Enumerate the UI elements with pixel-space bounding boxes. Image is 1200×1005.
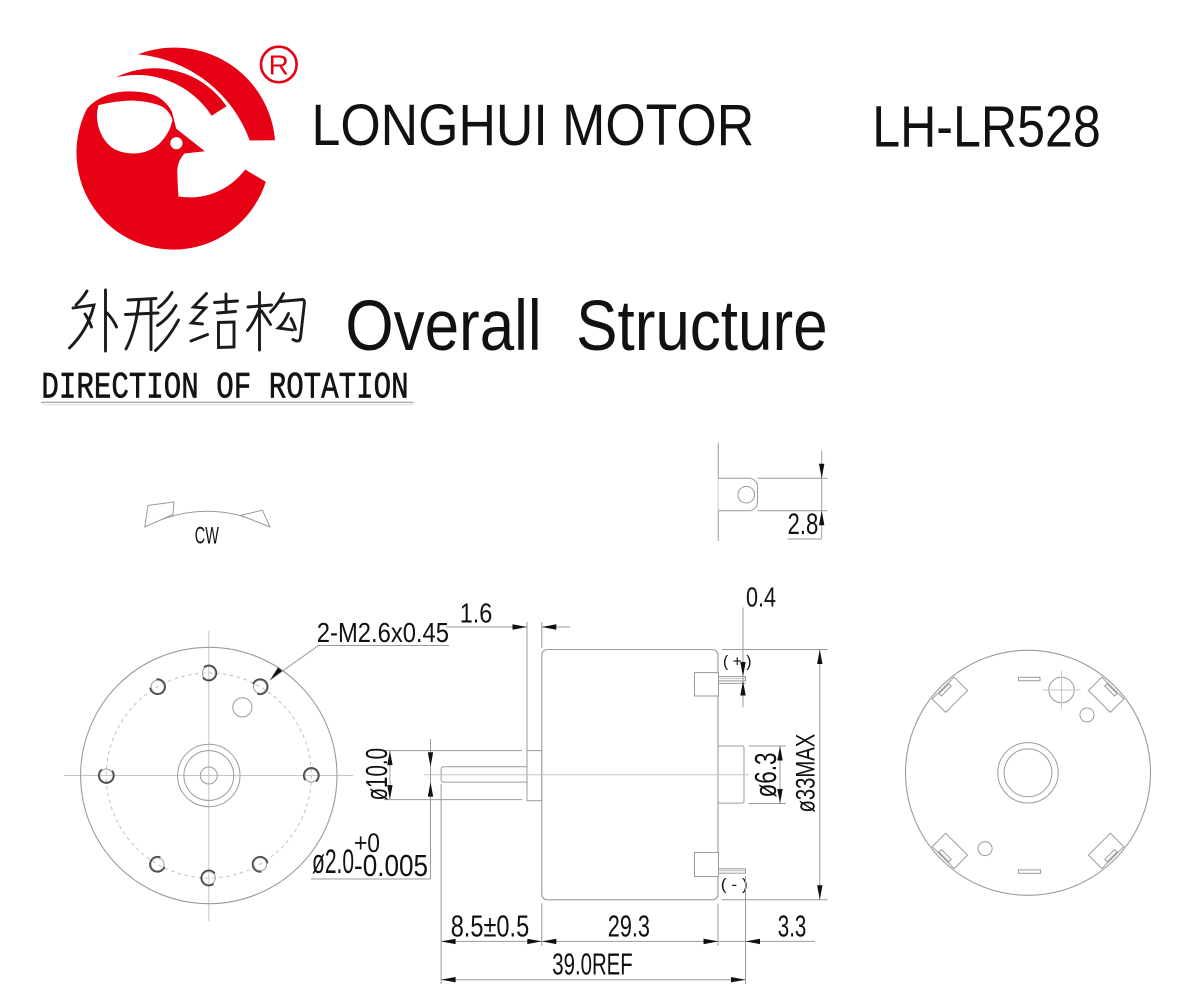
svg-text:ø6.3: ø6.3 — [748, 753, 783, 798]
svg-text:3.3: 3.3 — [778, 908, 807, 943]
svg-text:LH-LR528: LH-LR528 — [872, 94, 1101, 159]
svg-text:8.5±0.5: 8.5±0.5 — [451, 908, 530, 943]
svg-text:ø2.0: ø2.0 — [312, 843, 354, 881]
svg-text:ø10.0: ø10.0 — [359, 748, 394, 801]
svg-text:( + ): ( + ) — [723, 654, 752, 671]
svg-text:ø33MAX: ø33MAX — [790, 734, 820, 813]
svg-text:0.4: 0.4 — [746, 582, 776, 613]
svg-text:2.8: 2.8 — [788, 508, 819, 541]
svg-text:LONGHUI MOTOR: LONGHUI MOTOR — [312, 93, 755, 158]
svg-text:Overall Structure: Overall Structure — [345, 287, 827, 366]
svg-text:( - ): ( - ) — [721, 877, 748, 894]
svg-text:DIRECTION OF ROTATION: DIRECTION OF ROTATION — [41, 368, 408, 410]
svg-text:39.0REF: 39.0REF — [552, 947, 632, 982]
svg-text:1.6: 1.6 — [460, 598, 493, 629]
svg-text:2-M2.6x0.45: 2-M2.6x0.45 — [317, 617, 449, 648]
svg-text:CW: CW — [195, 523, 219, 550]
svg-text:R: R — [269, 50, 289, 81]
svg-text:+0: +0 — [354, 828, 380, 858]
svg-text:-0.005: -0.005 — [354, 848, 428, 883]
svg-text:29.3: 29.3 — [608, 908, 650, 943]
